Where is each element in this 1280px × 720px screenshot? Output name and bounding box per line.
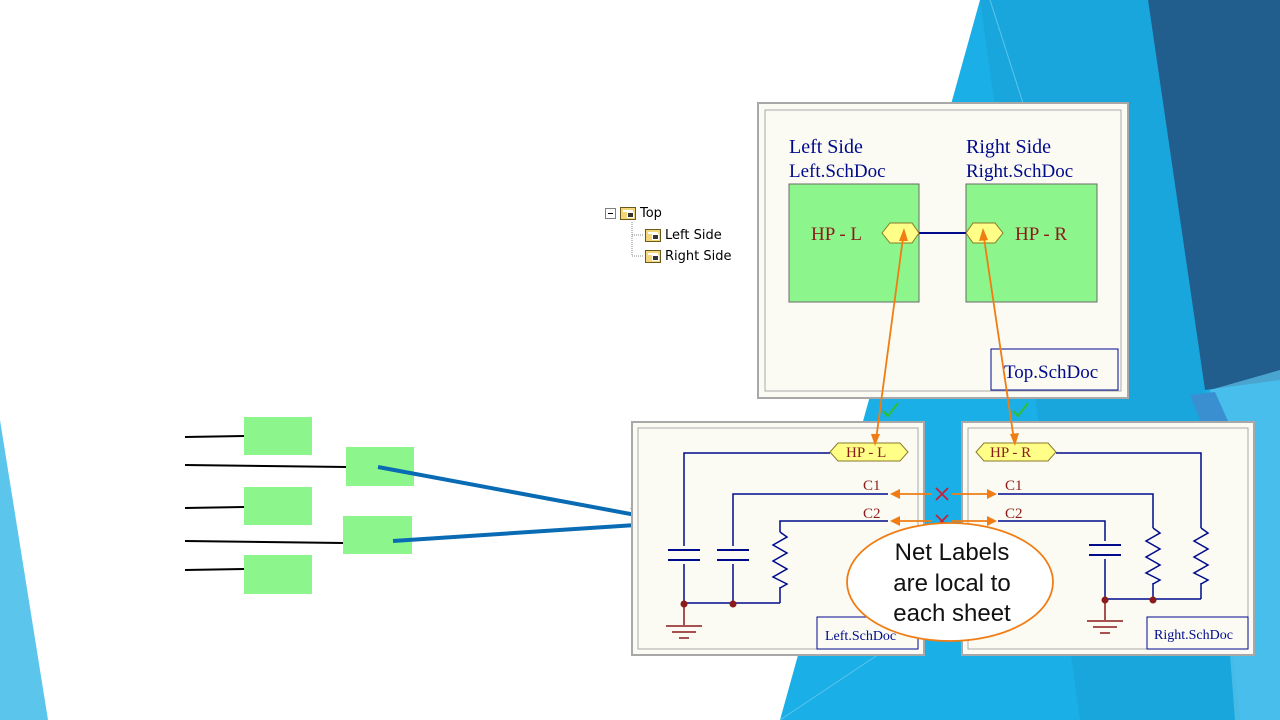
right-block-title: Right Side — [966, 136, 1051, 158]
left-block-title: Left Side — [789, 136, 863, 158]
tree-item-label: Right Side — [665, 248, 732, 264]
green-block — [343, 516, 412, 554]
net-label-links — [890, 487, 997, 528]
tree-item-left-side[interactable]: Left Side — [645, 226, 722, 244]
right-title-block: Right.SchDoc — [1154, 628, 1233, 643]
right-block-file: Right.SchDoc — [966, 161, 1073, 182]
port-hp-r — [975, 442, 1057, 462]
green-block — [244, 555, 312, 594]
collapse-icon[interactable] — [605, 207, 616, 219]
sheet-icon — [645, 249, 661, 263]
left-block-file: Left.SchDoc — [789, 161, 886, 182]
sheet-entry-left — [881, 222, 920, 244]
check-icon — [1012, 402, 1029, 418]
green-block — [244, 417, 312, 455]
sheet-entry-right-label: HP - R — [1015, 224, 1067, 245]
callout-line-2: are local to — [893, 570, 1010, 597]
sheet-icon — [645, 228, 661, 242]
green-block — [244, 487, 312, 525]
port-hp-l — [829, 442, 909, 462]
left-title-block: Left.SchDoc — [825, 629, 896, 644]
port-hp-r-label: HP - R — [990, 445, 1031, 461]
callout-line-1: Net Labels — [895, 539, 1010, 566]
net-label-c1-left: C1 — [863, 478, 881, 494]
tree-item-label: Left Side — [665, 227, 722, 243]
project-tree: Top Left Side Right Side — [604, 204, 754, 266]
tree-item-top[interactable]: Top — [605, 204, 662, 222]
callout-line-3: each sheet — [893, 600, 1011, 627]
check-icon — [882, 402, 899, 418]
tree-item-label: Top — [640, 205, 662, 221]
net-label-c1-right: C1 — [1005, 478, 1023, 494]
port-links — [871, 228, 1029, 446]
top-sheet: Left Side Left.SchDoc Right Side Right.S… — [757, 102, 1129, 399]
cross-icon — [935, 487, 949, 501]
callout: Net Labels are local to each sheet — [846, 522, 1054, 642]
port-hp-l-label: HP - L — [846, 445, 886, 461]
tree-item-right-side[interactable]: Right Side — [645, 247, 731, 265]
top-title-block: Top.SchDoc — [1004, 362, 1098, 383]
sheet-entry-left-label: HP - L — [811, 224, 862, 245]
sheet-icon — [620, 206, 636, 220]
tree-lines — [631, 222, 644, 257]
net-label-c2-right: C2 — [1005, 506, 1023, 522]
hierarchy-sketch — [184, 417, 655, 594]
net-label-c2-left: C2 — [863, 506, 881, 522]
